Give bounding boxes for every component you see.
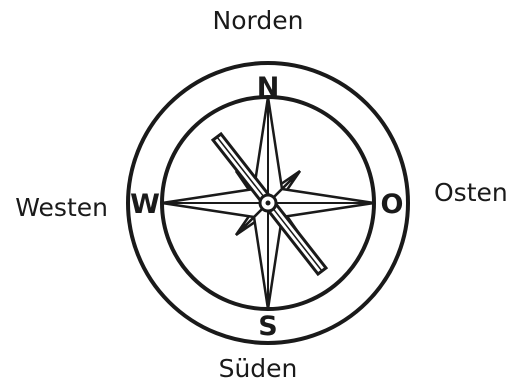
compass-letter-north: N bbox=[257, 72, 280, 103]
compass-letter-east: O bbox=[381, 189, 404, 220]
center-pivot bbox=[266, 201, 271, 206]
compass-letter-west: W bbox=[130, 189, 160, 220]
compass-letter-south: S bbox=[258, 311, 277, 342]
